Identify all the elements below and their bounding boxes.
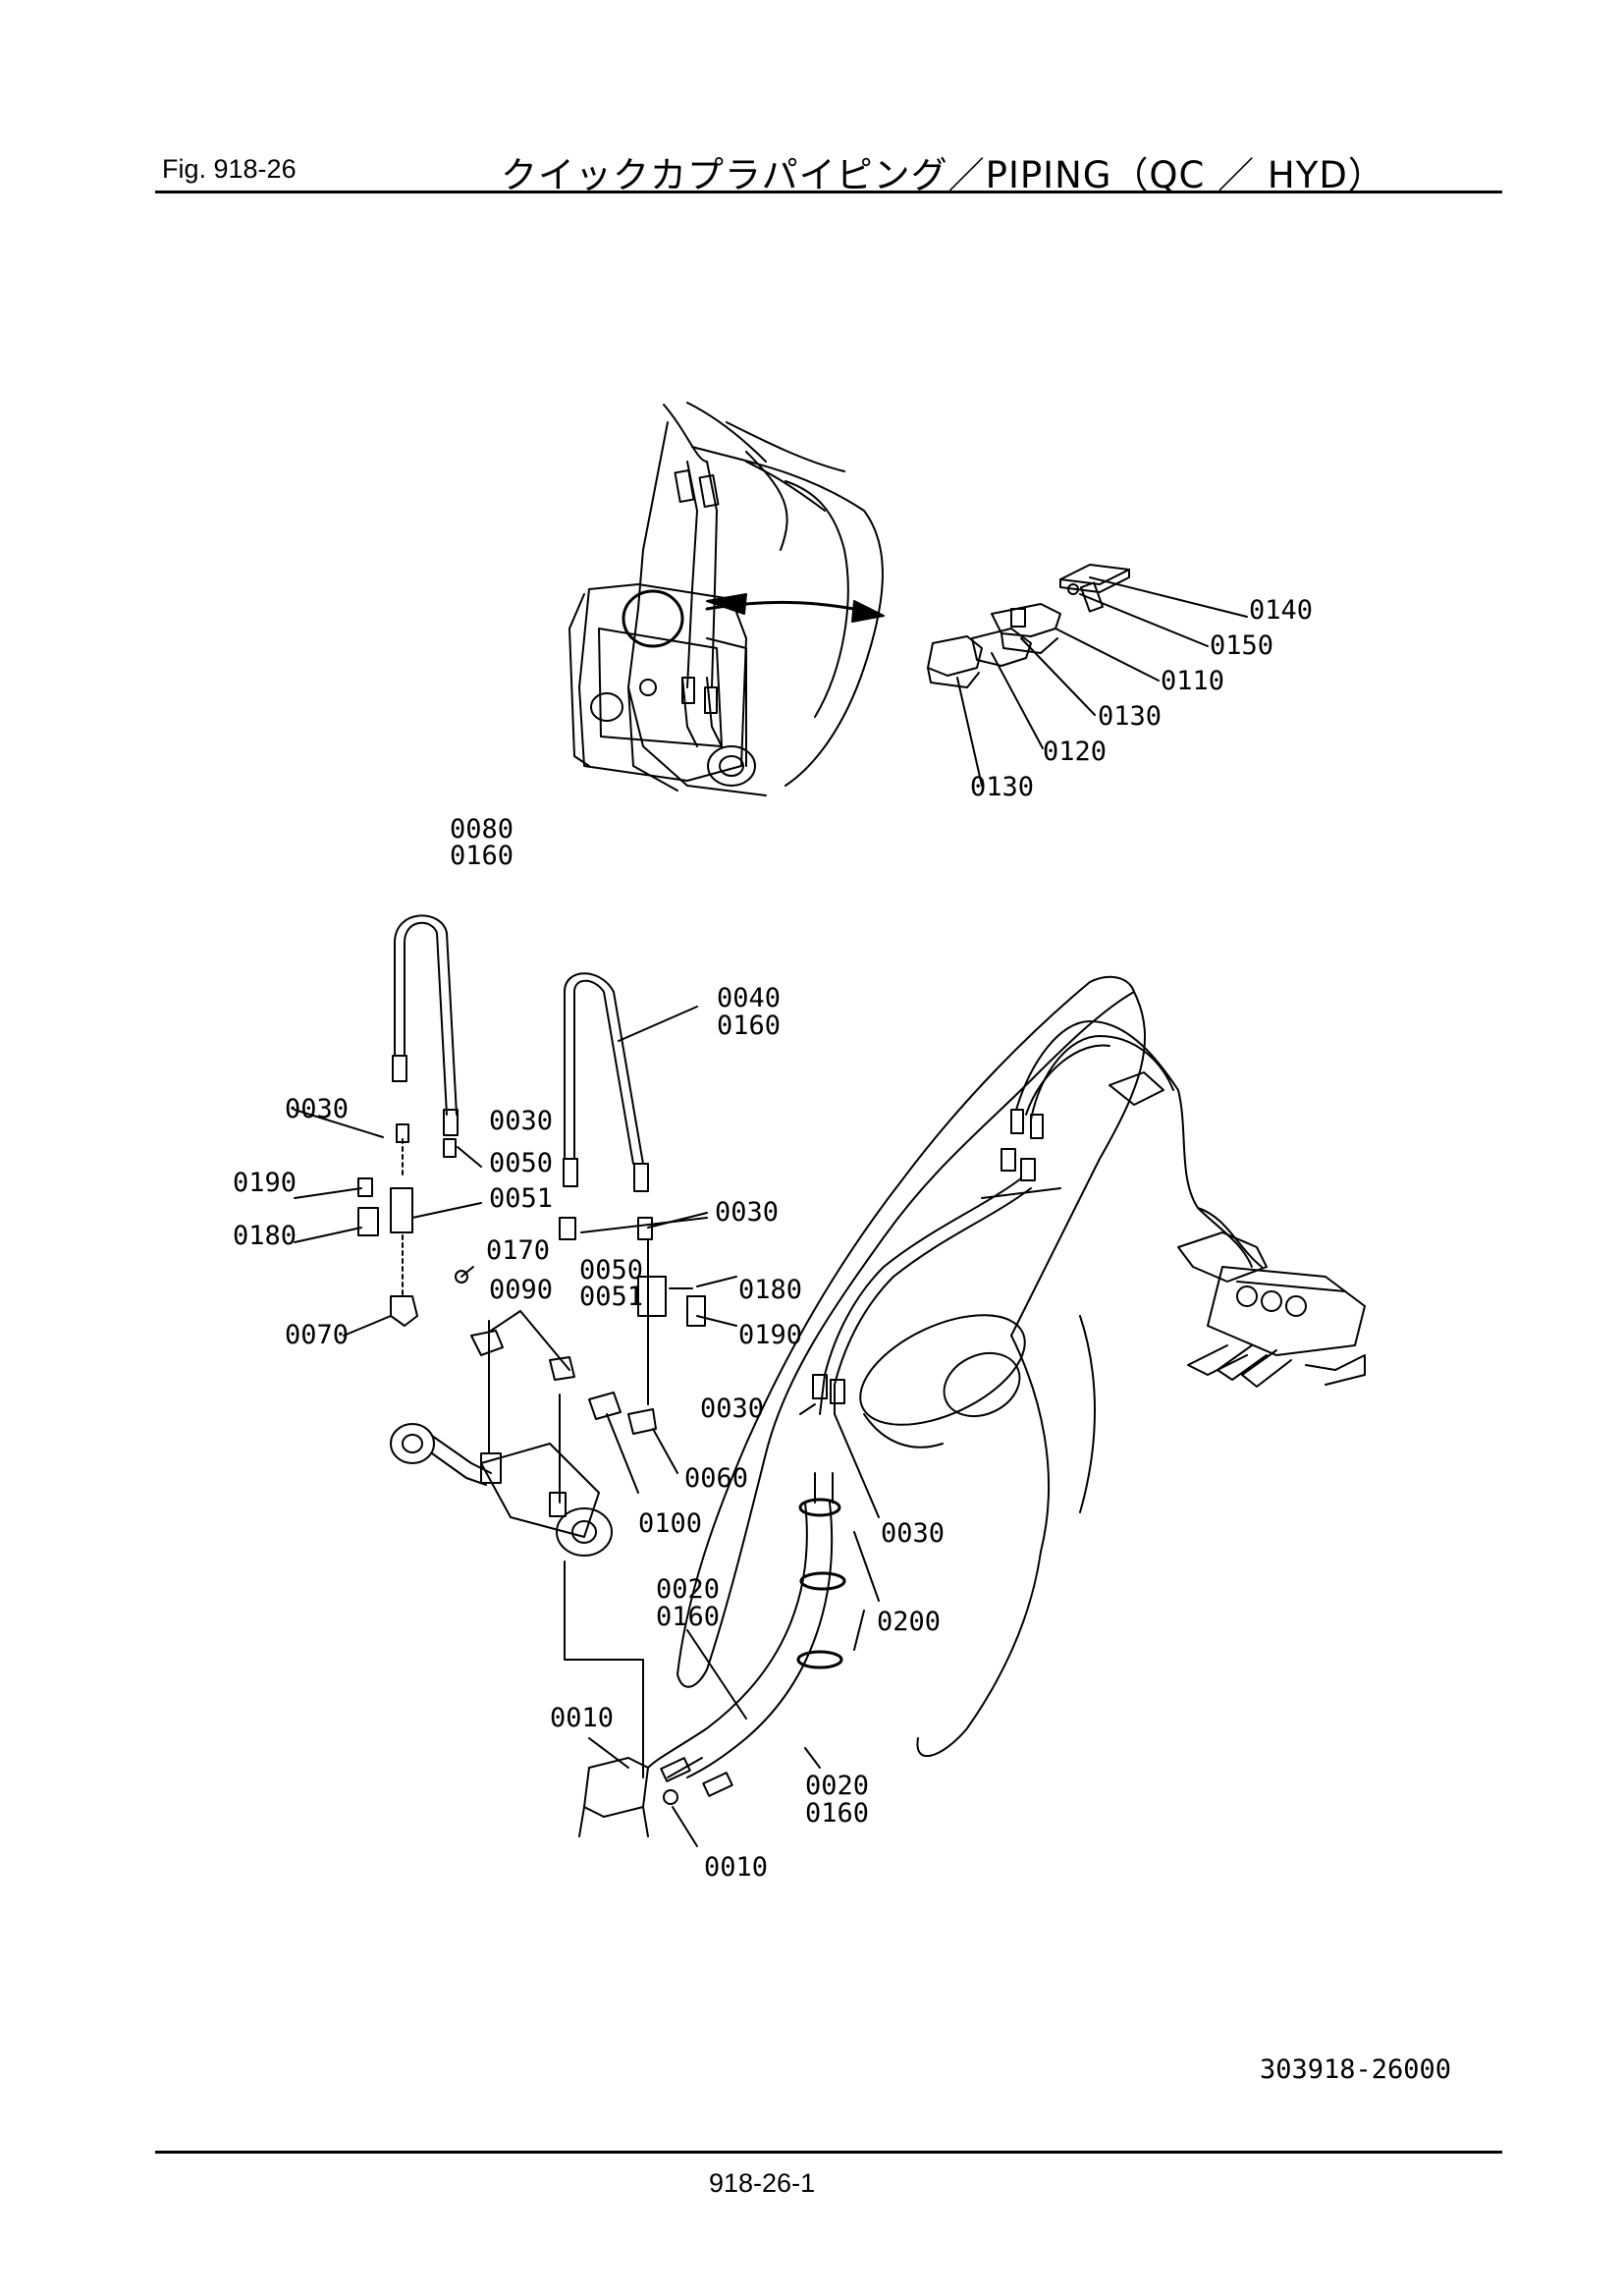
callouts: 0140 0150 0110 0130 0120 0130 0080 0160 …	[233, 595, 1313, 1883]
callout-0160: 0160	[450, 841, 514, 871]
callout-0020: 0020	[805, 1771, 869, 1801]
callout-0030: 0030	[715, 1197, 779, 1228]
main-hoses	[578, 1177, 1032, 1837]
callout-0030: 0030	[489, 1106, 553, 1136]
callout-0110: 0110	[1161, 666, 1224, 696]
callout-0040: 0040	[717, 983, 781, 1013]
detail-arrow	[705, 593, 885, 623]
header-rule	[155, 191, 1502, 193]
callout-0070: 0070	[285, 1320, 349, 1350]
callout-0140: 0140	[1249, 595, 1313, 626]
page-number: 918-26-1	[709, 2168, 816, 2198]
callout-0050: 0050	[489, 1148, 553, 1178]
callout-0170: 0170	[486, 1235, 550, 1266]
callout-0051: 0051	[579, 1282, 643, 1312]
left-fittings	[357, 1123, 706, 1435]
callout-0030: 0030	[700, 1394, 764, 1424]
callout-0150: 0150	[1210, 630, 1273, 661]
callout-0051: 0051	[489, 1183, 553, 1214]
callout-0180: 0180	[233, 1221, 297, 1251]
quick-coupler-assembly	[568, 402, 884, 796]
callout-0030: 0030	[285, 1094, 349, 1124]
callout-0080: 0080	[450, 814, 514, 845]
callout-0130: 0130	[1098, 701, 1162, 732]
page-title: クイックカプラパイピング／PIPING（QC ／ HYD）	[501, 154, 1385, 196]
callout-0160: 0160	[805, 1798, 869, 1829]
arm-outline	[676, 975, 1146, 1757]
callout-0120: 0120	[1043, 737, 1107, 767]
cylinder	[390, 1320, 644, 1778]
callout-0010: 0010	[704, 1852, 768, 1883]
callout-0020: 0020	[656, 1574, 720, 1605]
footer-rule	[155, 2151, 1502, 2154]
callout-0090: 0090	[489, 1275, 553, 1305]
hose-loop-0080	[392, 914, 459, 1136]
control-valve	[1001, 1020, 1366, 1388]
hose-loop-0040	[563, 972, 649, 1192]
figure-number: Fig. 918-26	[162, 154, 297, 184]
callout-0200: 0200	[877, 1607, 941, 1637]
callout-0160: 0160	[656, 1602, 720, 1632]
callout-0100: 0100	[638, 1508, 702, 1539]
callout-0050: 0050	[579, 1255, 643, 1285]
callout-0160: 0160	[717, 1011, 781, 1041]
drawing-number: 303918-26000	[1260, 2054, 1452, 2085]
callout-0010: 0010	[550, 1703, 614, 1733]
callout-0030: 0030	[881, 1518, 945, 1549]
callout-0190: 0190	[738, 1320, 802, 1350]
clamp-parts	[927, 564, 1130, 688]
callout-0180: 0180	[738, 1275, 802, 1305]
callout-0130: 0130	[970, 772, 1034, 802]
callout-0190: 0190	[233, 1168, 297, 1198]
callout-0060: 0060	[684, 1463, 748, 1494]
